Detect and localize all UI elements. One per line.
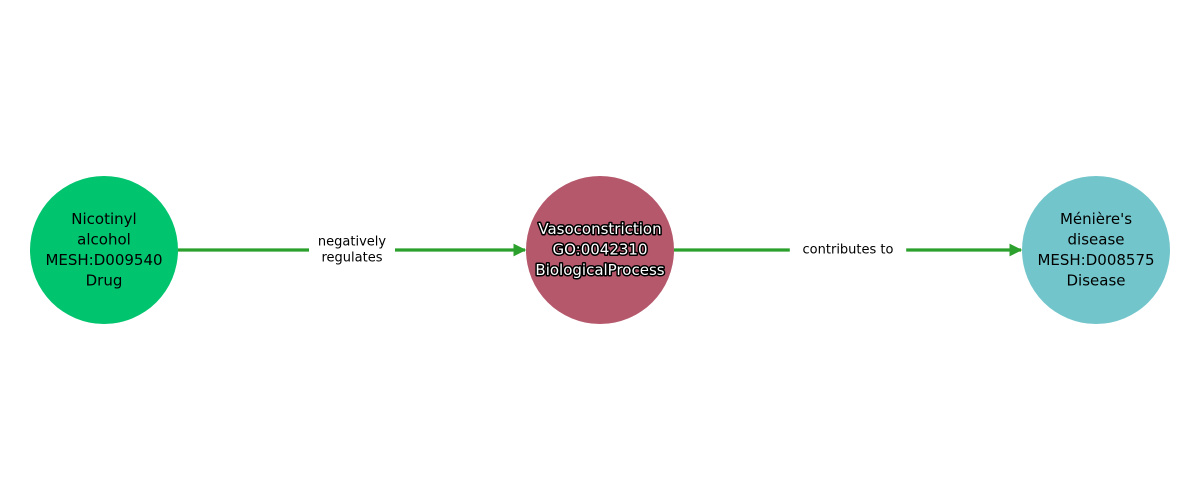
- node-label-line: Drug: [86, 271, 123, 289]
- node-label-line: BiologicalProcess: [535, 261, 664, 279]
- node-process: VasoconstrictionGO:0042310BiologicalProc…: [526, 176, 674, 324]
- node-label-line: Vasoconstriction: [538, 220, 661, 238]
- node-label-line: Ménière's: [1060, 210, 1132, 228]
- node-label-line: GO:0042310: [552, 241, 647, 259]
- node-label-line: Nicotinyl: [71, 210, 136, 228]
- edge-label-line: contributes to: [803, 243, 894, 258]
- edge-label-background: [309, 232, 395, 268]
- edge-label-background: [789, 240, 907, 260]
- edge-label-line: negatively: [318, 235, 386, 250]
- node-circle: [1022, 176, 1170, 324]
- node-label-line: Disease: [1067, 271, 1126, 289]
- node-label-line: alcohol: [77, 230, 131, 248]
- node-label-line: disease: [1068, 230, 1125, 248]
- edge-process-disease: contributes to: [674, 240, 1023, 260]
- node-circle: [526, 176, 674, 324]
- edge-label-line: regulates: [322, 251, 383, 266]
- node-label-line: MESH:D008575: [1037, 251, 1154, 269]
- node-label-line: MESH:D009540: [45, 251, 162, 269]
- node-circle: [30, 176, 178, 324]
